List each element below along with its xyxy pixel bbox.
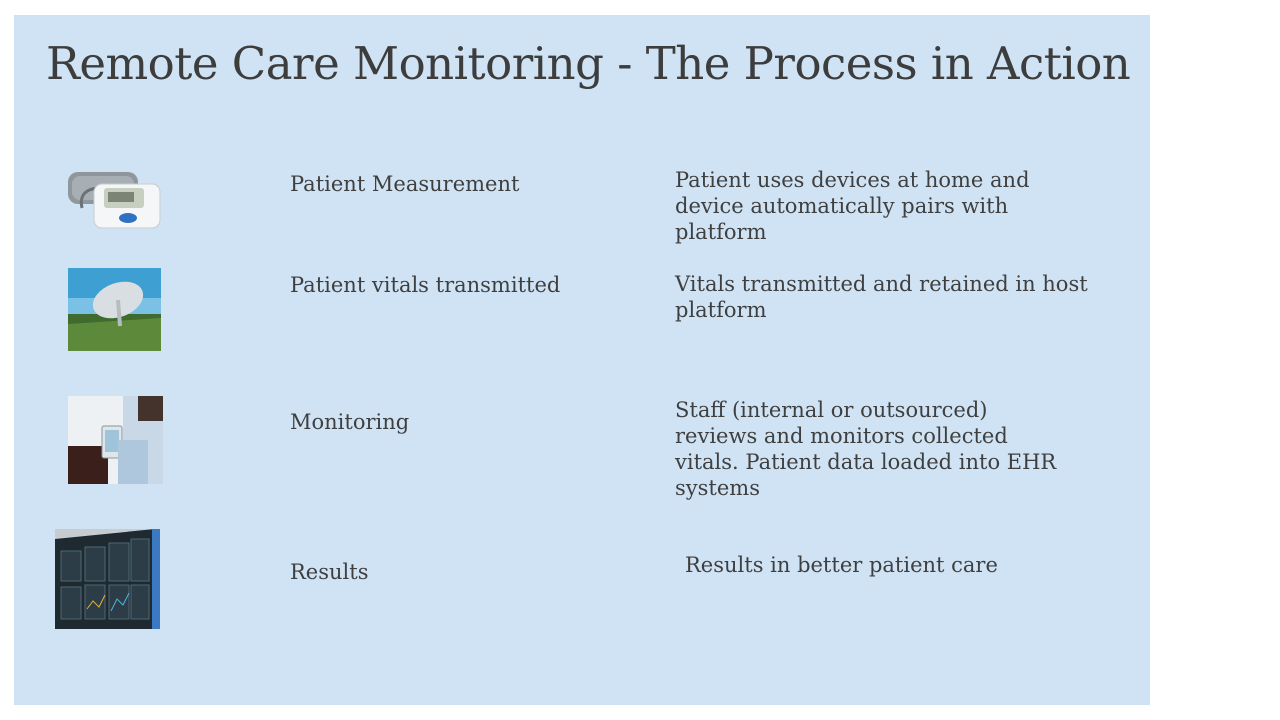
tablet-monitoring-icon <box>68 396 163 484</box>
step-label: Monitoring <box>290 410 410 434</box>
step-description: Results in better patient care <box>685 553 998 577</box>
step-label: Results <box>290 560 369 584</box>
slide: Remote Care Monitoring - The Process in … <box>14 15 1150 705</box>
satellite-dish-icon <box>68 268 161 351</box>
slide-title: Remote Care Monitoring - The Process in … <box>46 37 1131 90</box>
step-description: Staff (internal or outsourced) reviews a… <box>675 398 1057 500</box>
dashboard-screen-icon <box>55 529 160 629</box>
step-description: Patient uses devices at home and device … <box>675 168 1030 244</box>
step-label: Patient vitals transmitted <box>290 273 561 297</box>
step-description: Vitals transmitted and retained in host … <box>675 272 1088 322</box>
blood-pressure-monitor-icon <box>68 168 162 232</box>
step-label: Patient Measurement <box>290 172 520 196</box>
